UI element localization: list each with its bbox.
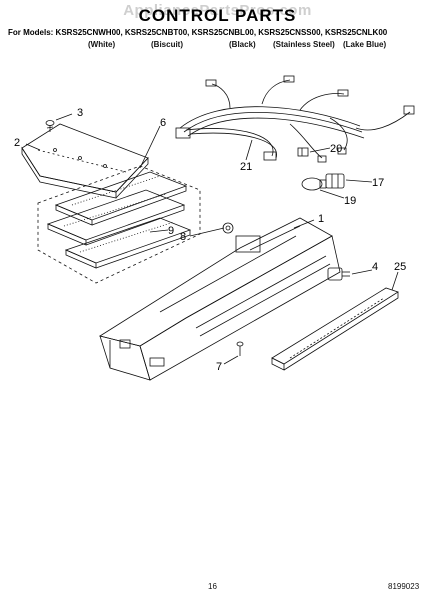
document-number: 8199023: [388, 582, 420, 591]
color-white: (White): [88, 40, 116, 49]
callout-8: 8: [180, 231, 186, 243]
callout-25: 25: [394, 261, 406, 273]
part-screw-7: [236, 341, 244, 356]
part-control-board-assembly: [37, 165, 201, 284]
callout-7: 7: [216, 361, 222, 373]
part-connector-21: [297, 147, 309, 157]
callout-19: 19: [344, 195, 356, 207]
color-lake-blue: (Lake Blue): [343, 40, 387, 49]
part-bracket: [21, 123, 149, 199]
part-socket-4: [327, 267, 350, 281]
part-screw-8: [222, 222, 234, 234]
part-control-housing: [98, 217, 341, 381]
page-title: CONTROL PARTS: [138, 6, 297, 25]
callout-21: 20: [330, 143, 342, 155]
page-number: 16: [208, 582, 217, 591]
callout-17: 17: [372, 177, 384, 189]
callout-20: 21: [240, 161, 252, 173]
callout-2: 2: [14, 137, 20, 149]
color-biscuit: (Biscuit): [151, 40, 183, 49]
callout-4: 4: [372, 261, 378, 273]
color-black: (Black): [229, 40, 256, 49]
color-stainless-steel: (Stainless Steel): [273, 40, 335, 49]
models-line: For Models: KSRS25CNWH00, KSRS25CNBT00, …: [8, 28, 388, 37]
part-screw-3: [45, 120, 55, 132]
callout-1: 1: [318, 213, 324, 225]
watermark: AppliancePartsPros.com: [123, 2, 312, 19]
part-light-bulb: [301, 177, 327, 191]
callout-3: 3: [77, 107, 83, 119]
callout-6: 6: [160, 117, 166, 129]
callout-9: 9: [168, 225, 174, 237]
part-lens-cover: [271, 287, 399, 371]
part-lamp-socket: [325, 173, 345, 189]
part-wire-harness: [175, 75, 415, 163]
